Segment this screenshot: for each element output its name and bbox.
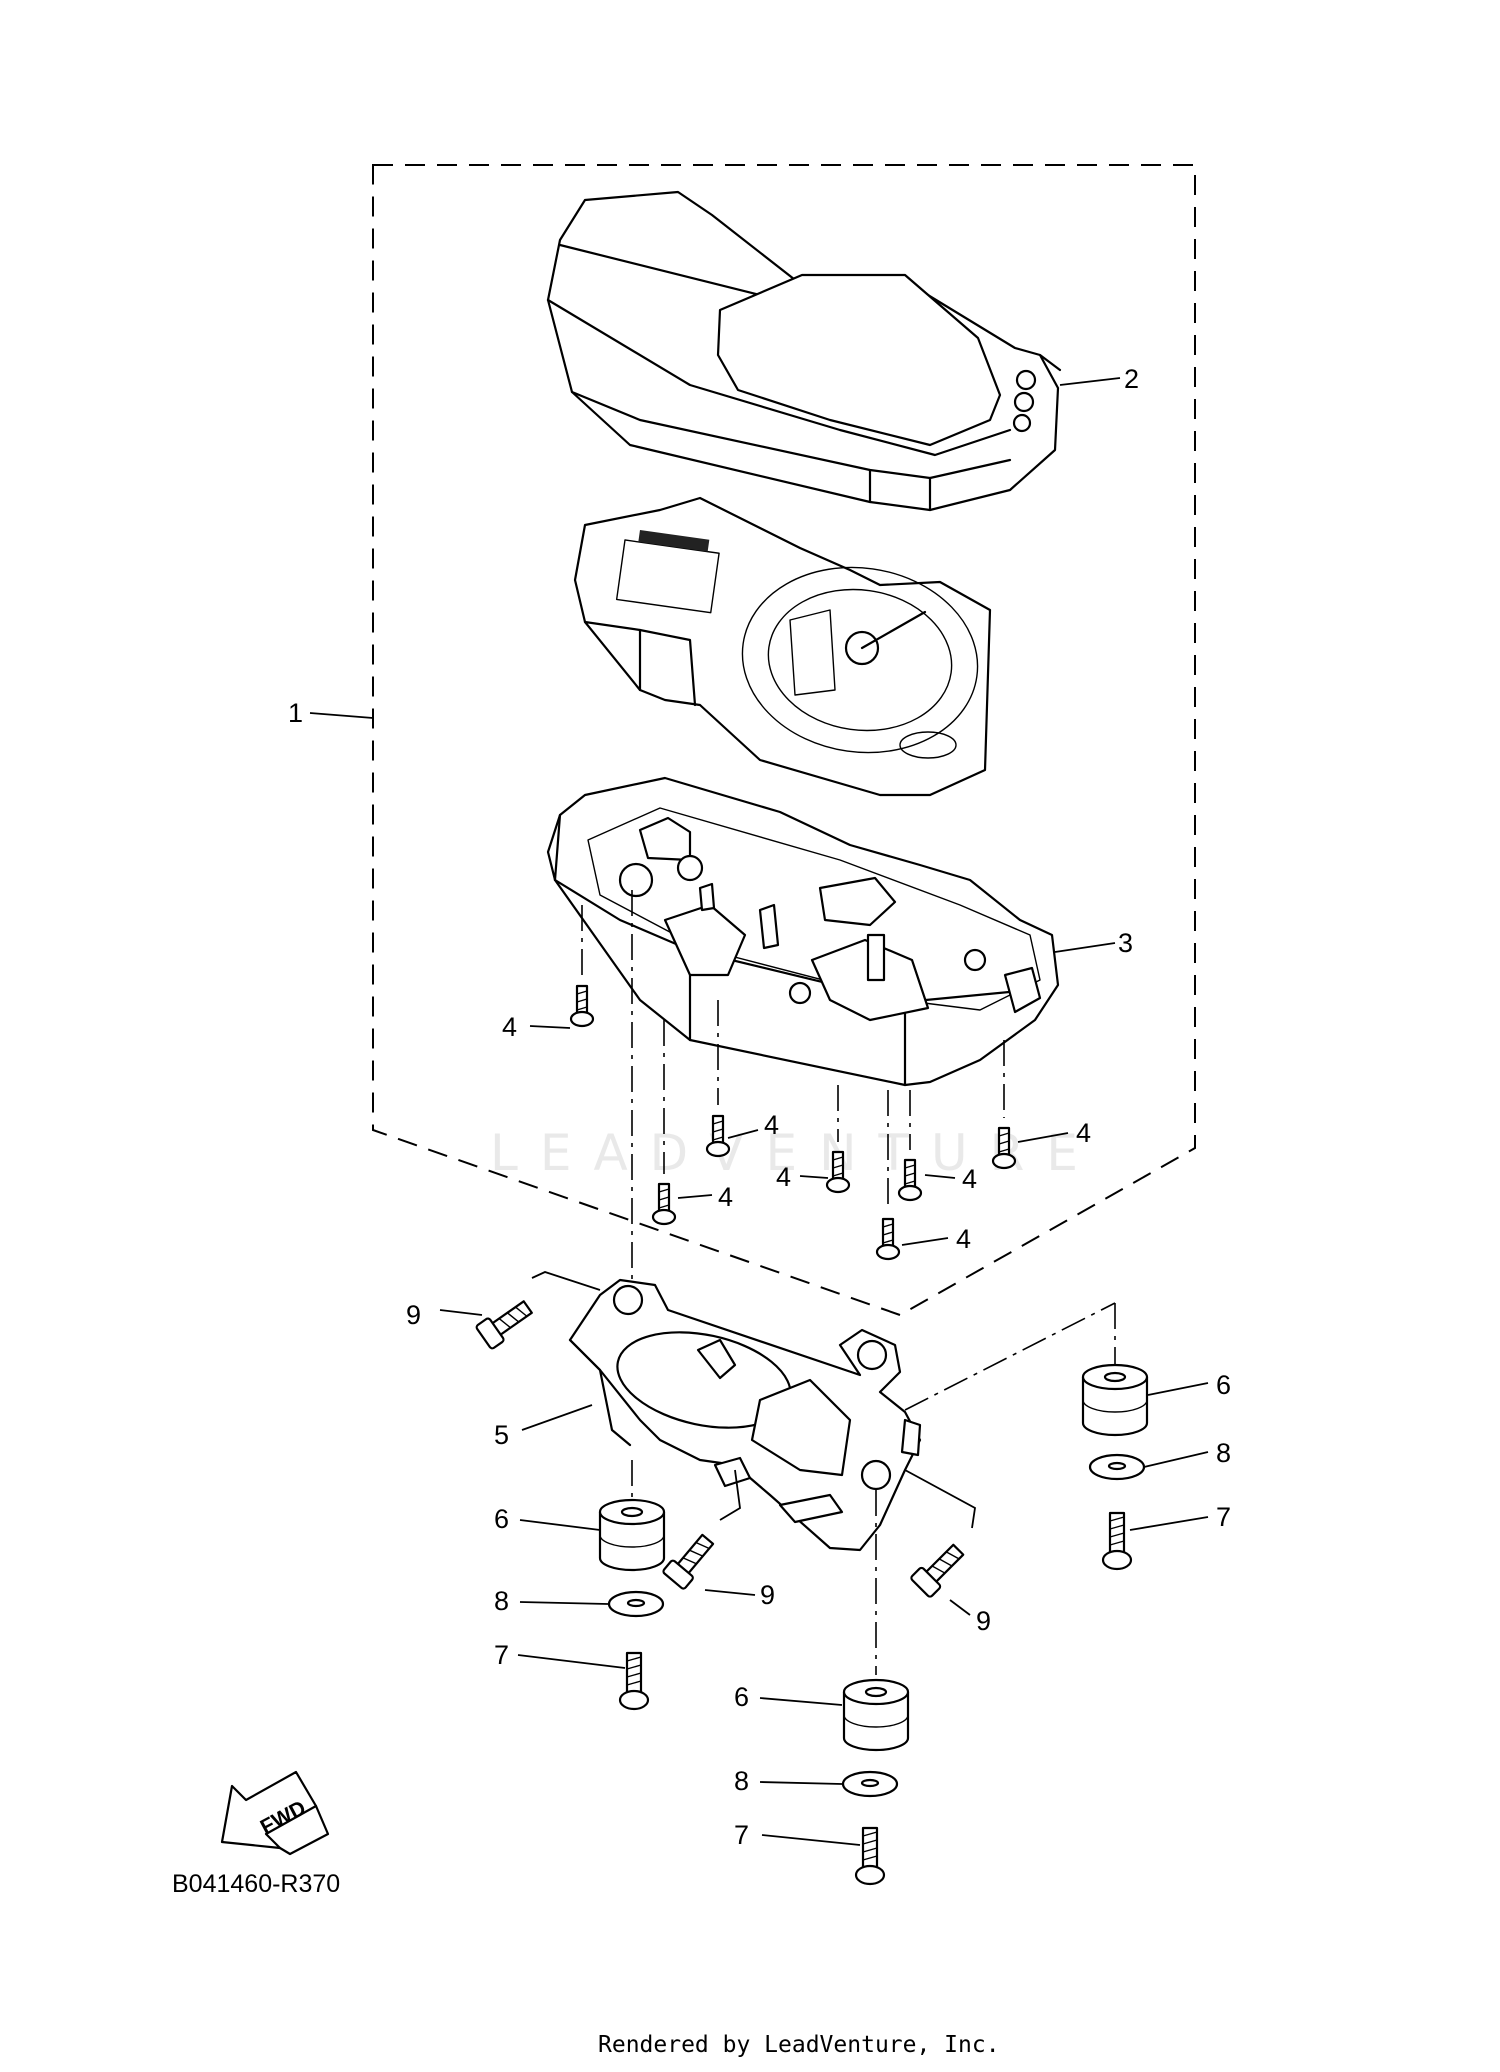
callout-4d: 4 xyxy=(776,1162,791,1192)
diagram-code: B041460-R370 xyxy=(172,1870,340,1898)
callout-4g: 4 xyxy=(956,1224,971,1254)
callout-9a: 9 xyxy=(406,1300,421,1330)
callout-6c: 6 xyxy=(734,1682,749,1712)
fwd-arrow-icon: FWD xyxy=(220,1770,330,1856)
callout-3: 3 xyxy=(1118,928,1133,958)
callout-9c: 9 xyxy=(976,1606,991,1636)
callout-5: 5 xyxy=(494,1420,509,1450)
alignment-lines-upper xyxy=(581,890,1005,1290)
screws-part-7 xyxy=(618,1511,1133,1886)
watermark: LEADVENTURE xyxy=(490,1124,1100,1182)
assembly-boundary xyxy=(372,164,1196,1317)
callout-9b: 9 xyxy=(760,1580,775,1610)
render-credit: Rendered by LeadVenture, Inc. xyxy=(598,2032,1000,2058)
callout-1: 1 xyxy=(288,698,303,728)
callouts: 1 2 3 4 4 4 4 4 4 4 5 6 6 6 7 7 7 8 8 8 … xyxy=(288,364,1231,1850)
bolts-part-9 xyxy=(475,1300,965,1598)
meter-bracket xyxy=(568,1278,922,1552)
callout-4e: 4 xyxy=(962,1164,977,1194)
meter-unit xyxy=(573,496,992,797)
callout-7a: 7 xyxy=(1216,1502,1231,1532)
washers-part-8 xyxy=(607,1453,1146,1798)
callout-6a: 6 xyxy=(1216,1370,1231,1400)
callout-8c: 8 xyxy=(734,1766,749,1796)
callout-6b: 6 xyxy=(494,1504,509,1534)
callout-4b: 4 xyxy=(764,1110,779,1140)
callout-7c: 7 xyxy=(734,1820,749,1850)
callout-4c: 4 xyxy=(1076,1118,1091,1148)
callout-4f: 4 xyxy=(718,1182,733,1212)
screws-part-4 xyxy=(569,984,1017,1261)
callout-7b: 7 xyxy=(494,1640,509,1670)
grommets-part-6 xyxy=(598,1363,1149,1752)
callout-8a: 8 xyxy=(1216,1438,1231,1468)
leader-lines xyxy=(309,377,1209,1846)
callout-4a: 4 xyxy=(502,1012,517,1042)
callout-8b: 8 xyxy=(494,1586,509,1616)
callout-2: 2 xyxy=(1124,364,1139,394)
meter-cover xyxy=(546,190,1062,512)
meter-case xyxy=(546,776,1060,1087)
